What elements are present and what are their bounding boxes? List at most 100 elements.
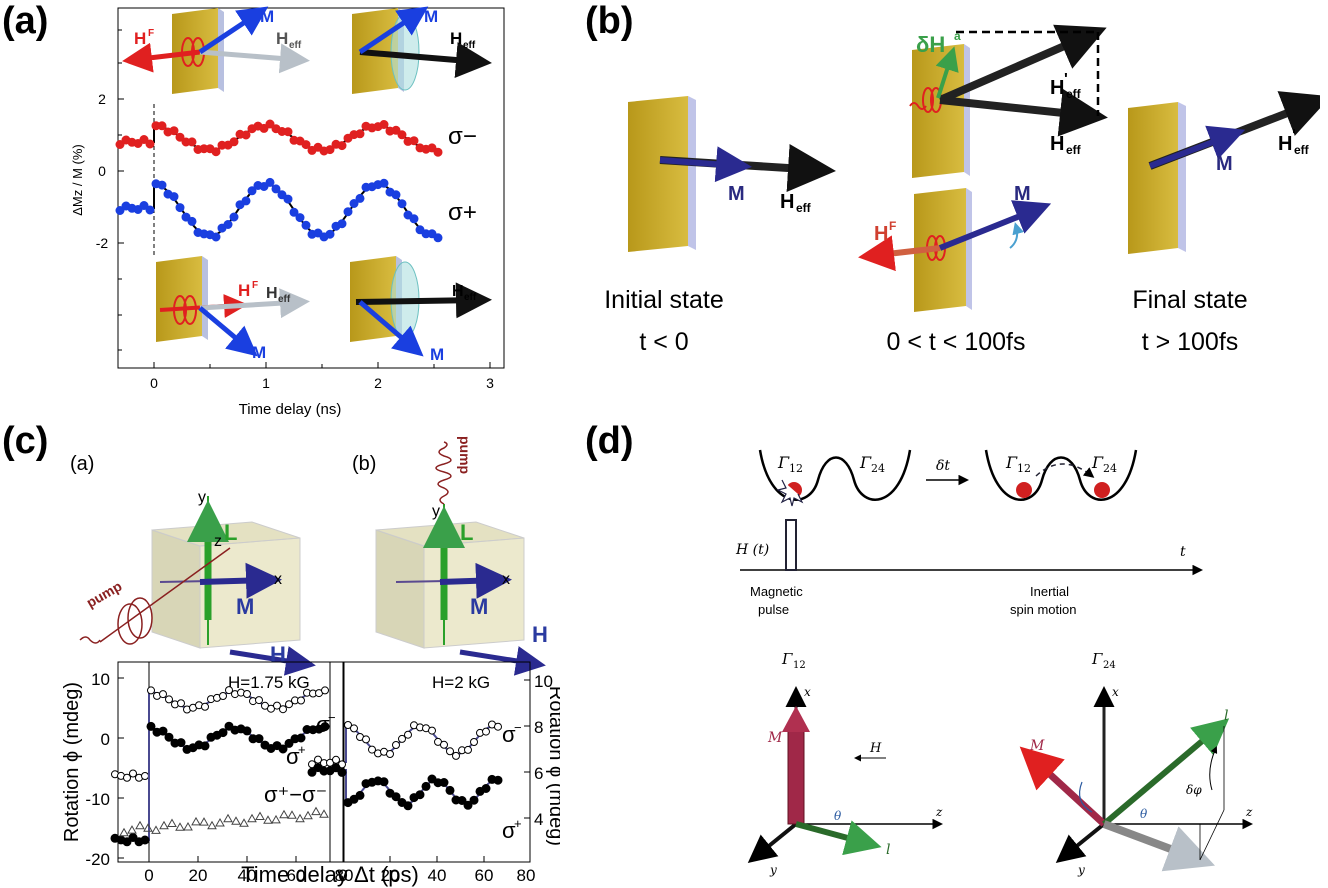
b-M-label: M (1216, 153, 1233, 175)
c-left-sigma-minus-point (147, 686, 155, 695)
c-right-xtick: 80 (517, 866, 536, 885)
a-HF-label: H (238, 281, 250, 300)
c-left-diff-point (239, 818, 249, 827)
c-axis-x: x (502, 571, 510, 588)
a-eff-sub: eff (463, 40, 476, 51)
a-sigma-minus-trace-point (325, 145, 335, 155)
a-sigma-plus-trace-point (181, 212, 191, 222)
a-sigma-plus-trace-point (283, 194, 293, 204)
c-right-sigma-minus-point (404, 730, 412, 739)
c-xlabel: Time delay Δt (ps) (241, 862, 419, 887)
d-H-t: H (t) (735, 542, 769, 558)
c-left-sigma-minus-point (225, 686, 233, 695)
a-HF-label: H (134, 29, 146, 48)
c-left-diff-point (151, 825, 161, 834)
c-right-sigma-plus-point (355, 790, 365, 800)
d-magnetic-pulse-label: pulse (758, 602, 789, 617)
c-sub-a: (a) (70, 453, 94, 475)
d-y: y (1077, 863, 1085, 877)
panel-d-figure: Γ 12 Γ 24 Γ 12 Γ 24 δt H (t) t Magnetic … (735, 449, 1253, 877)
b-Heff-label: H (780, 191, 794, 213)
b-Heff-label: H (1050, 133, 1064, 155)
a-sigma-minus-trace-point (187, 137, 197, 147)
d-axes-gamma12: Γ 12 x z y M l θ H (747, 650, 943, 877)
c-right-H: H=2 kG (432, 673, 490, 692)
d-x: x (1112, 685, 1119, 699)
c-left-diff-point (247, 813, 257, 823)
c-left-diff-point (279, 809, 289, 819)
c-L-label: L (224, 520, 237, 545)
c-left-diff-point (263, 815, 273, 824)
c-left-ytick: 10 (91, 670, 110, 689)
a-sigma-minus-trace-point (145, 139, 155, 149)
b-mid-bottom-illustration: H F M (858, 183, 1052, 312)
a-ytick: -2 (96, 235, 109, 251)
c-right-xtick: 0 (338, 866, 347, 885)
a-sigma-plus-trace-point (289, 207, 299, 217)
d-gamma12: Γ (777, 453, 790, 472)
c-left-sigma-plus-point (122, 837, 132, 847)
a-sigma-plus-trace-point (175, 203, 185, 213)
c-left-sigma-plus: σ (286, 744, 300, 769)
c-left-diff-point (175, 822, 185, 831)
panel-a-figure: 2 0 -2 0 1 2 3 Time delay (ns) ΔMz / M (… (70, 6, 505, 418)
c-right-sigma-minus-point (446, 747, 454, 756)
c-right-sigma-minus-point (428, 726, 436, 735)
a-xtick: 1 (262, 375, 270, 391)
c-right-ytick: 8 (534, 718, 543, 737)
c-right-sigma-minus: σ (502, 722, 516, 747)
c-left-minus-sup: − (328, 710, 336, 725)
a-sigma-plus-trace-point (259, 182, 269, 191)
a-HF-sup: F (148, 28, 154, 39)
a-sigma-plus-trace-point (145, 205, 155, 215)
c-left-sigma-plus-point (200, 741, 210, 751)
a-sigma-minus-trace-point (301, 140, 311, 150)
d-well-right (984, 449, 1138, 501)
a-sigma-minus-trace-point (283, 127, 293, 137)
a-sigma-minus-trace-point (157, 121, 167, 131)
a-ytick: 2 (98, 91, 106, 107)
c-left-diff-point (303, 810, 313, 820)
c-right-cube: y x L M H pump (375, 436, 548, 676)
b-Hprime-label: H (1278, 133, 1292, 155)
d-gamma24: Γ (859, 453, 872, 472)
a-sigma-minus: σ− (448, 123, 477, 150)
c-left-sigma-plus-point (176, 738, 186, 748)
c-left-sigma-minus-point (279, 705, 287, 714)
b-HF-label: H (874, 223, 888, 245)
c-left-diff: σ⁺−σ⁻ (264, 782, 327, 807)
a-xtick: 0 (150, 375, 158, 391)
a-sigma-minus-trace-point (397, 130, 407, 140)
c-right-sigma-minus-point (350, 724, 358, 733)
c-right-xtick: 40 (428, 866, 447, 885)
d-sub12: 12 (789, 462, 803, 475)
d-x: x (804, 685, 811, 699)
c-left-diff-point (191, 816, 201, 826)
b-deltaH-label: δH (916, 32, 945, 57)
c-right-minus-sup: − (514, 720, 522, 735)
c-right-sigma-minus-point (386, 750, 394, 758)
a-sigma-minus-trace-point (379, 120, 389, 129)
c-left-sigma-plus-point (320, 722, 330, 732)
a-illustration-top-right: M H eff (352, 6, 492, 94)
b-initial-time: t < 0 (639, 328, 688, 356)
c-left-xtick: 20 (189, 866, 208, 885)
c-left-diff-point (199, 817, 209, 826)
c-left-sigma-minus-point (321, 686, 329, 695)
c-right-sigma-plus-point (379, 777, 389, 787)
a-illustration-bottom-right: H eff M (350, 256, 492, 364)
panel-c-figure: (a) (b) y z x L M H pump y x L M (61, 436, 560, 885)
a-xtick: 3 (486, 375, 494, 391)
b-eff-sub: eff (796, 201, 812, 215)
d-y: y (769, 863, 777, 877)
c-left-cube: y z x L M H pump (79, 489, 316, 676)
c-right-sigma-plus-point (307, 767, 317, 777)
d-sub12: 12 (793, 660, 806, 671)
c-right-sigma-plus-point (439, 778, 449, 787)
c-left-sigma-plus-point (254, 734, 264, 744)
c-left-sigma-plus-point (158, 726, 168, 736)
c-right-sigma-plus-point (403, 801, 413, 811)
a-illustration-bottom-left: H F H eff M (156, 256, 310, 362)
a-M-label: M (430, 345, 444, 364)
c-left-diff-point (287, 810, 297, 819)
